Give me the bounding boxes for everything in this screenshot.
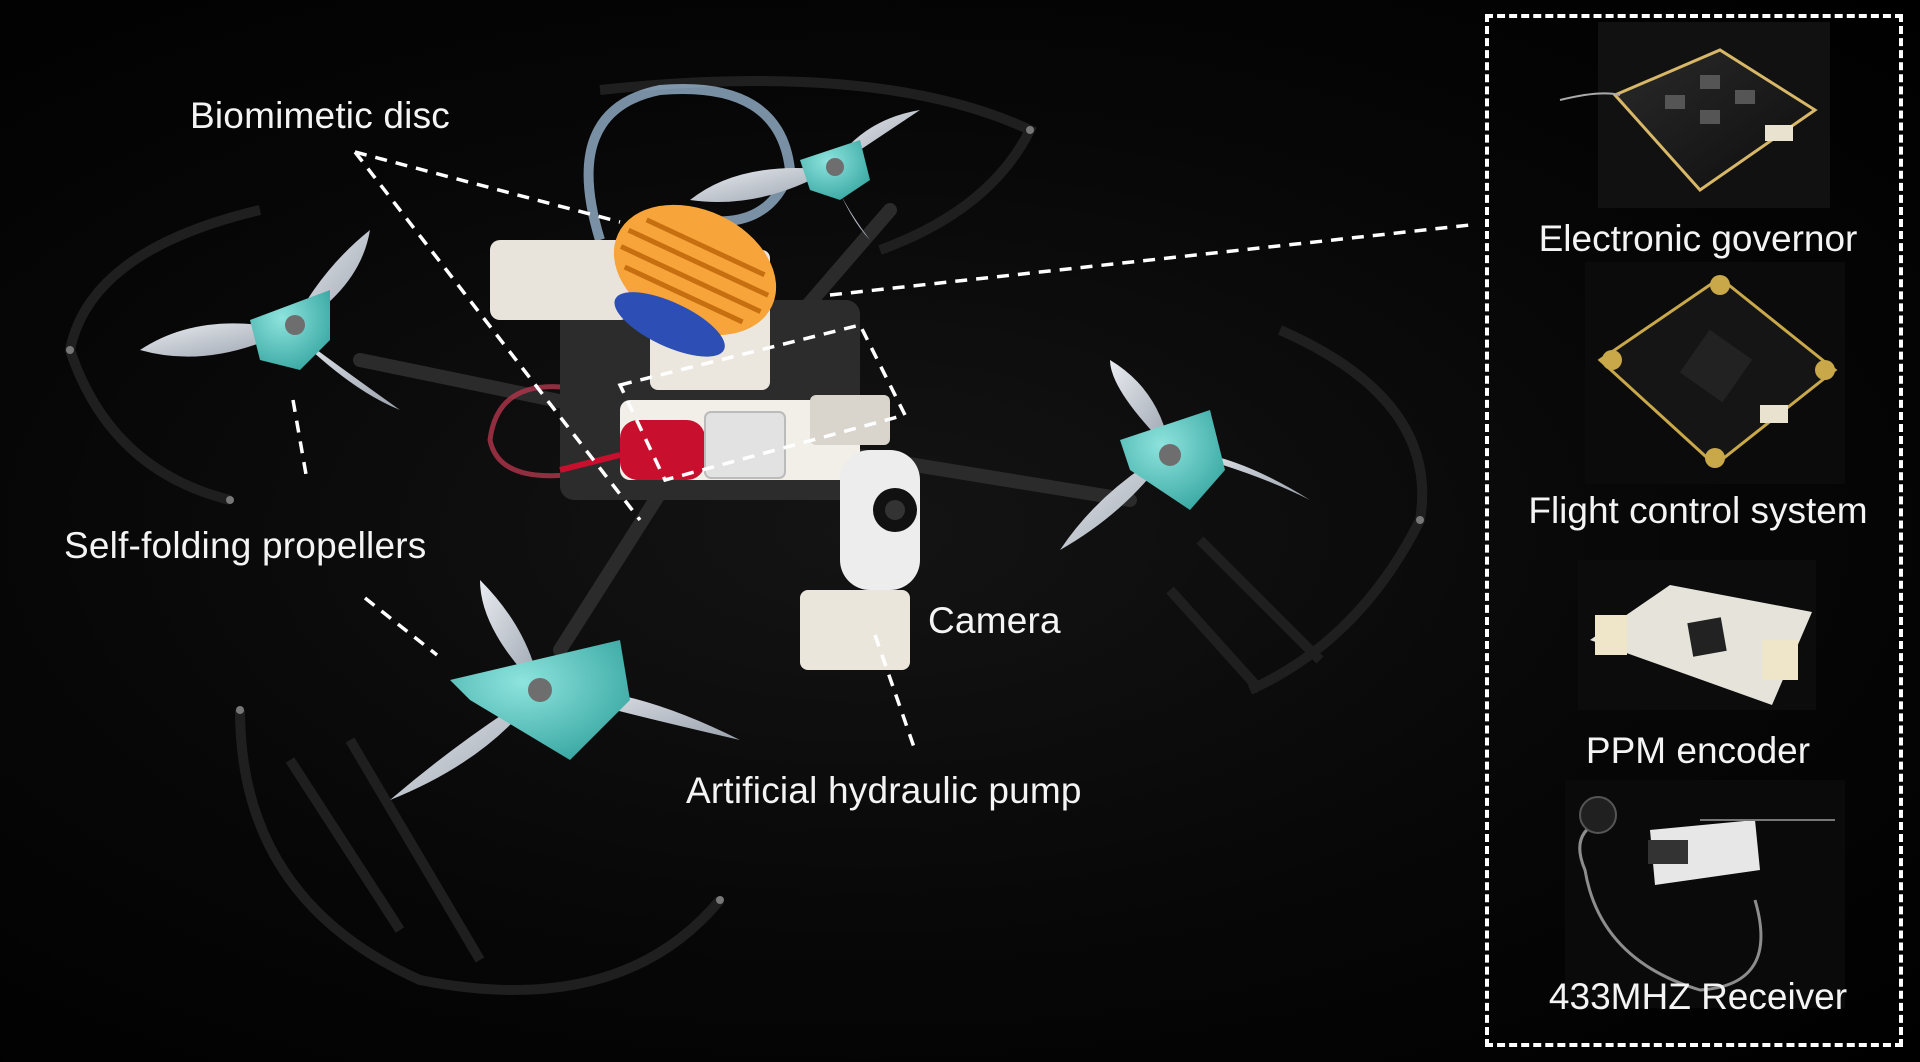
ppm-encoder-image	[1578, 560, 1816, 710]
guard-screws	[66, 126, 1424, 904]
self-folding-propellers-label: Self-folding propellers	[64, 525, 427, 566]
component-label-433mhz-receiver: 433MHZ Receiver	[1548, 976, 1848, 1017]
electronic-governor-image	[1559, 22, 1830, 208]
component-label-flight-control-system: Flight control system	[1528, 490, 1868, 531]
hydraulic-pump-shape	[559, 395, 890, 480]
propeller-bottom-left	[390, 580, 740, 800]
receiver-image	[1565, 780, 1845, 1008]
servo-mount	[490, 240, 630, 320]
components-panel: Electronic governor Flight control syste…	[1485, 14, 1903, 1047]
propeller-top-right	[690, 110, 920, 240]
propeller-top-left	[140, 230, 400, 410]
artificial-hydraulic-pump-label: Artificial hydraulic pump	[686, 770, 1082, 811]
callout-lines	[291, 150, 1471, 751]
component-label-ppm-encoder: PPM encoder	[1585, 730, 1811, 771]
hose-loop	[583, 84, 796, 242]
propeller-right	[1060, 360, 1310, 550]
camera-label: Camera	[928, 600, 1061, 641]
flight-controller-image	[1585, 262, 1845, 484]
component-label-electronic-governor: Electronic governor	[1538, 218, 1858, 259]
biomimetic-disc-shape	[613, 204, 777, 357]
camera-shape	[800, 450, 920, 670]
biomimetic-disc-label: Biomimetic disc	[190, 95, 450, 136]
